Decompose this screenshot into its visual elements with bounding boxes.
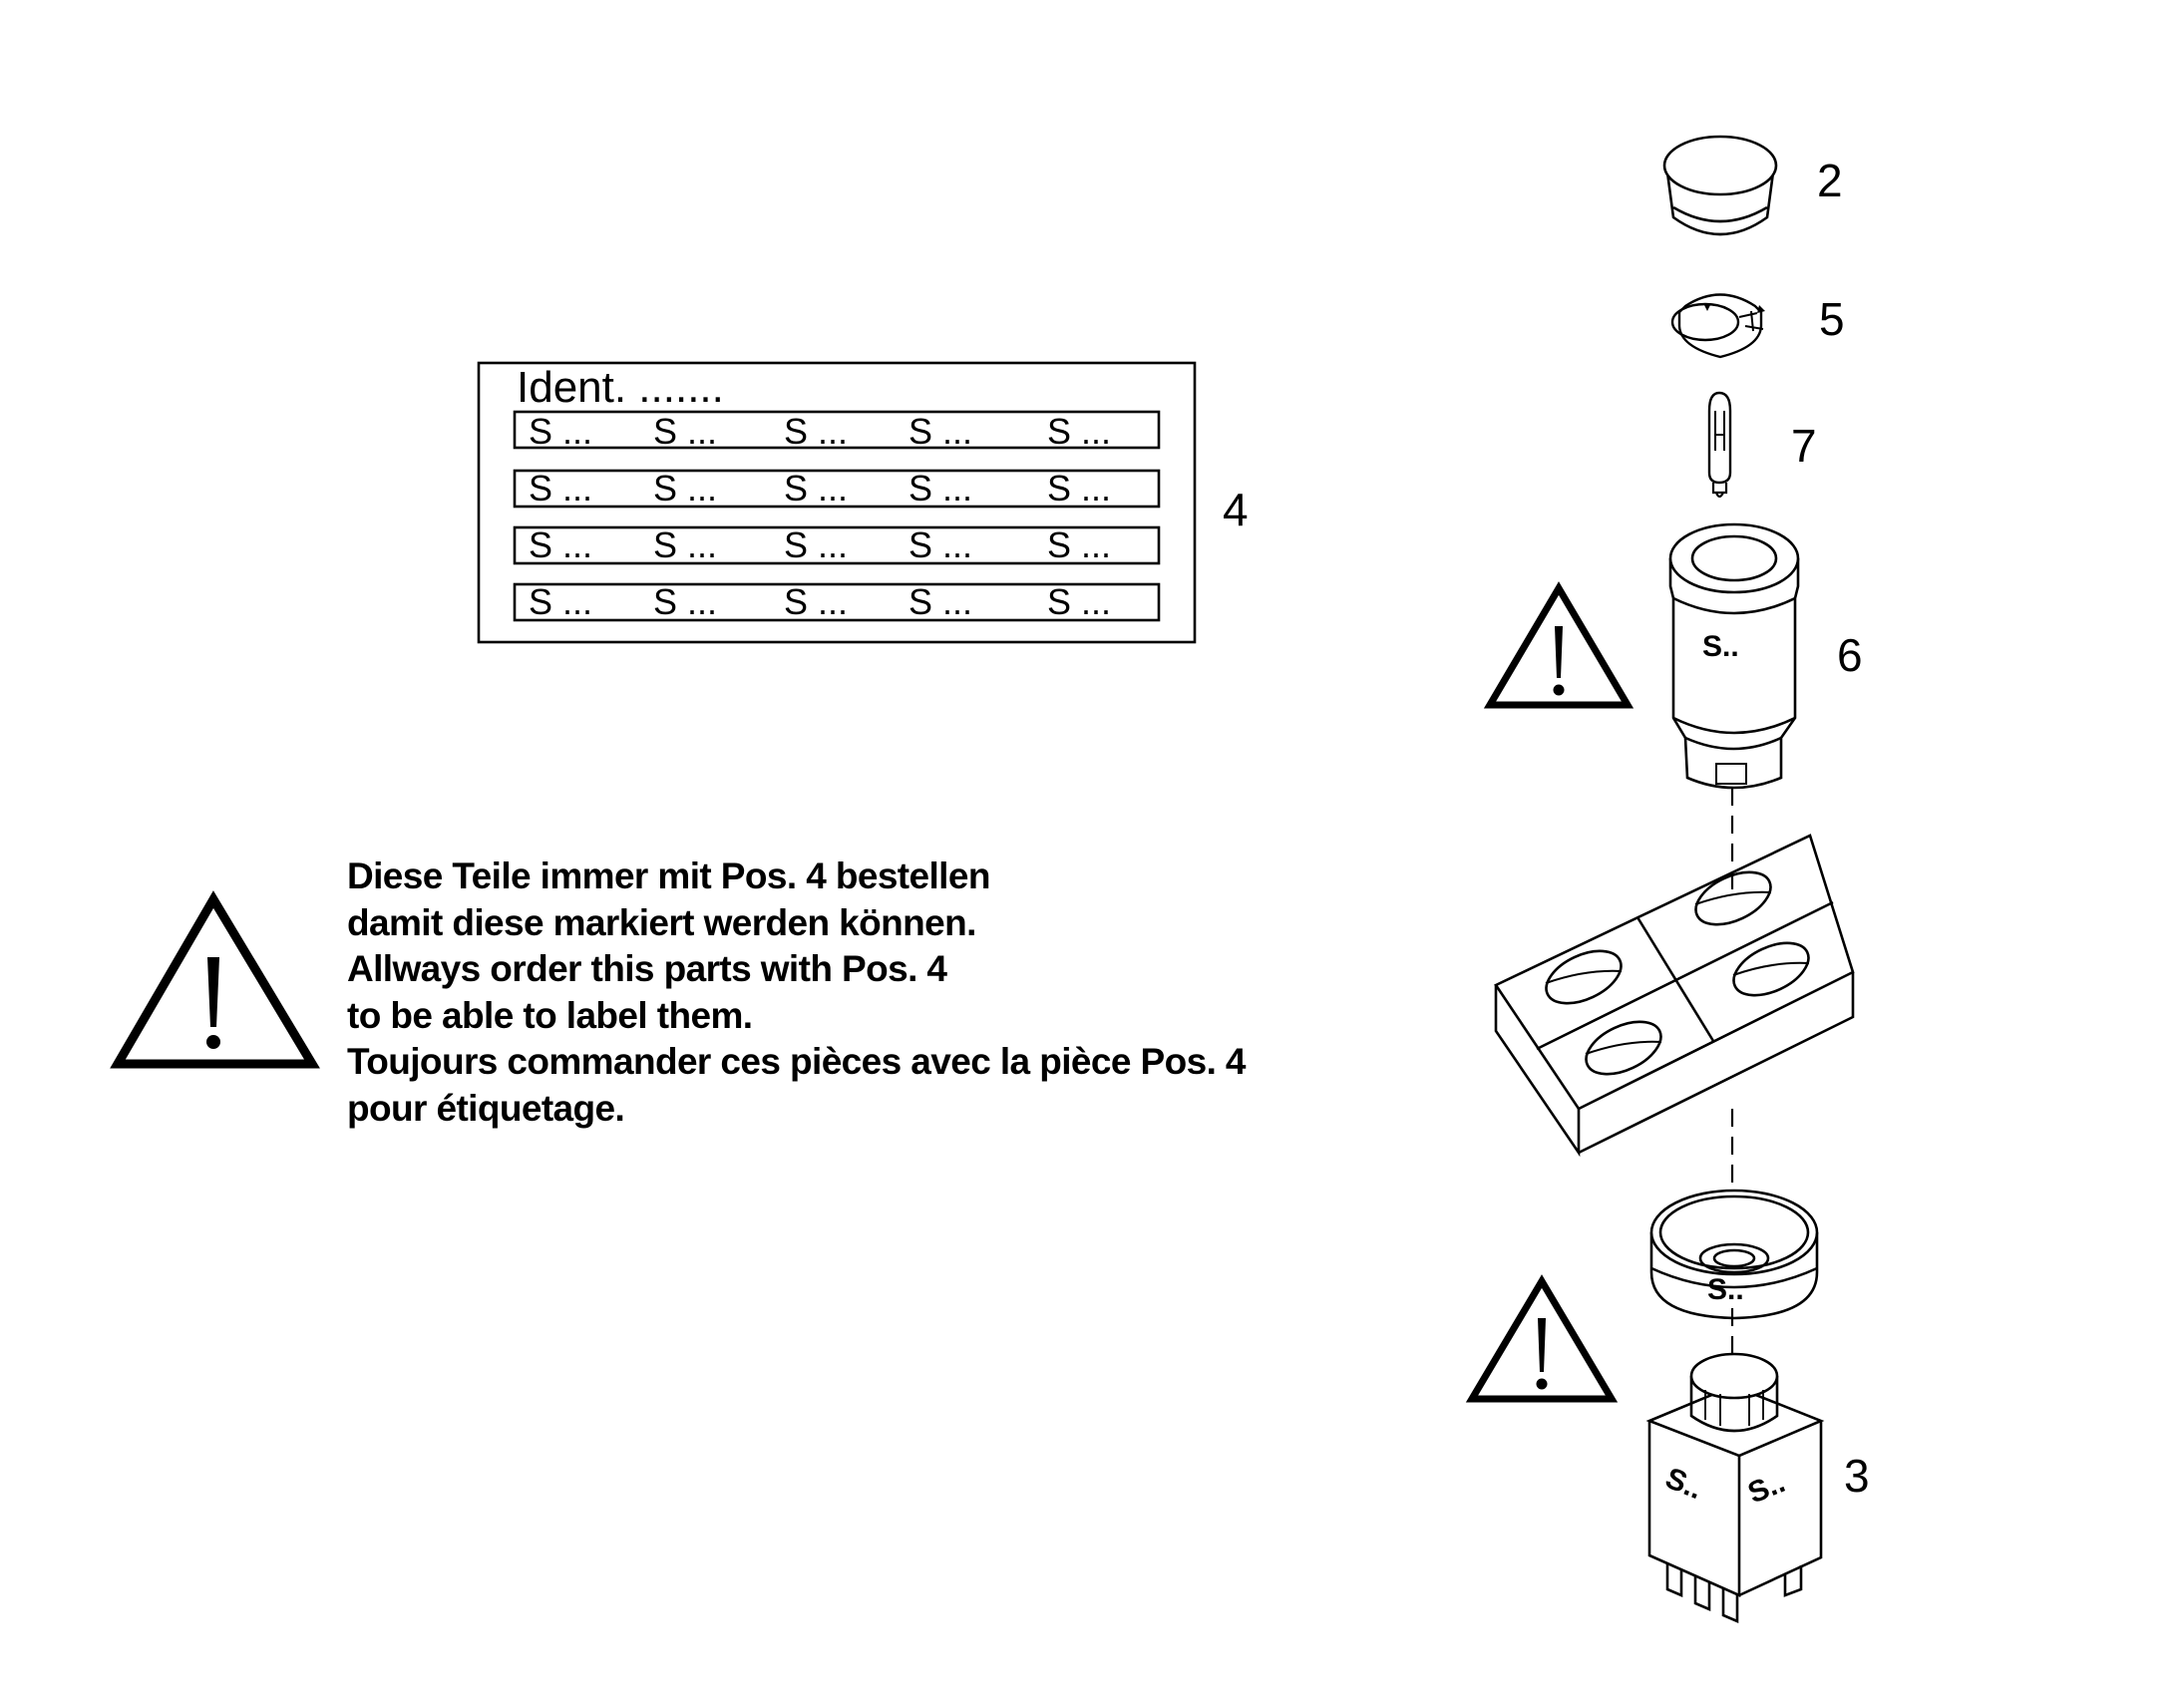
position-number-2: 2	[1817, 155, 1843, 206]
label-cell: S ...	[1047, 581, 1111, 622]
label-cell: S ...	[529, 468, 592, 509]
label-sheet-title: Ident. .......	[517, 363, 724, 412]
note-line: Diese Teile immer mit Pos. 4 bestellen	[347, 855, 990, 896]
position-number-4: 4	[1223, 484, 1249, 535]
label-cell: S ...	[653, 581, 717, 622]
label-cell: S ...	[653, 411, 717, 452]
label-cell: S ...	[908, 524, 972, 565]
note-line: pour étiquetage.	[347, 1087, 625, 1129]
label-cell: S ...	[784, 581, 848, 622]
label-cell: S ...	[1047, 411, 1111, 452]
label-cell: S ...	[908, 411, 972, 452]
label-cell: S ...	[784, 468, 848, 509]
label-strip-3	[513, 525, 1161, 565]
label-cell: S ...	[529, 524, 592, 565]
label-cell: S ...	[529, 581, 592, 622]
label-cell: S ...	[908, 468, 972, 509]
warning-icon	[110, 890, 320, 1069]
position-number-5: 5	[1819, 293, 1845, 345]
warning-icon	[1465, 1274, 1619, 1403]
label-cell: S ...	[784, 524, 848, 565]
label-cell: S ...	[908, 581, 972, 622]
label-sheet: Ident. ....... S ... S ... S ... S ... S…	[477, 361, 1249, 644]
note-line: Allways order this parts with Pos. 4	[347, 948, 947, 989]
label-cell: S ...	[653, 468, 717, 509]
marking-label: S..	[1660, 1462, 1706, 1506]
position-number-6: 6	[1837, 629, 1863, 681]
part-holder: S..	[1668, 522, 1800, 790]
marking-label: S..	[1702, 630, 1739, 663]
marking-label: S..	[1707, 1273, 1744, 1306]
note-line: damit diese markiert werden können.	[347, 901, 976, 943]
label-cell: S ...	[784, 411, 848, 452]
label-cell: S ...	[1047, 524, 1111, 565]
label-strip-1	[513, 410, 1161, 450]
marking-label: S..	[1743, 1466, 1789, 1510]
position-number-3: 3	[1844, 1450, 1870, 1502]
part-mounting-ring: S..	[1649, 1189, 1819, 1320]
label-strip-4	[513, 582, 1161, 622]
part-switch: S.. S..	[1645, 1352, 1825, 1623]
note-line: Toujours commander ces pièces avec la pi…	[347, 1041, 1247, 1082]
note-line: to be able to label them.	[347, 994, 753, 1036]
label-strip-2	[513, 469, 1161, 509]
order-note: Diese Teile immer mit Pos. 4 bestellen d…	[347, 854, 1394, 1132]
label-cell: S ...	[529, 411, 592, 452]
label-cell: S ...	[653, 524, 717, 565]
position-number-7: 7	[1791, 420, 1817, 472]
part-cap	[1662, 135, 1778, 236]
warning-icon	[1483, 581, 1635, 709]
label-cell: S ...	[1047, 468, 1111, 509]
part-insert-disc	[1670, 293, 1765, 359]
part-lamp	[1707, 391, 1732, 499]
mounting-plate	[1494, 834, 1855, 1158]
